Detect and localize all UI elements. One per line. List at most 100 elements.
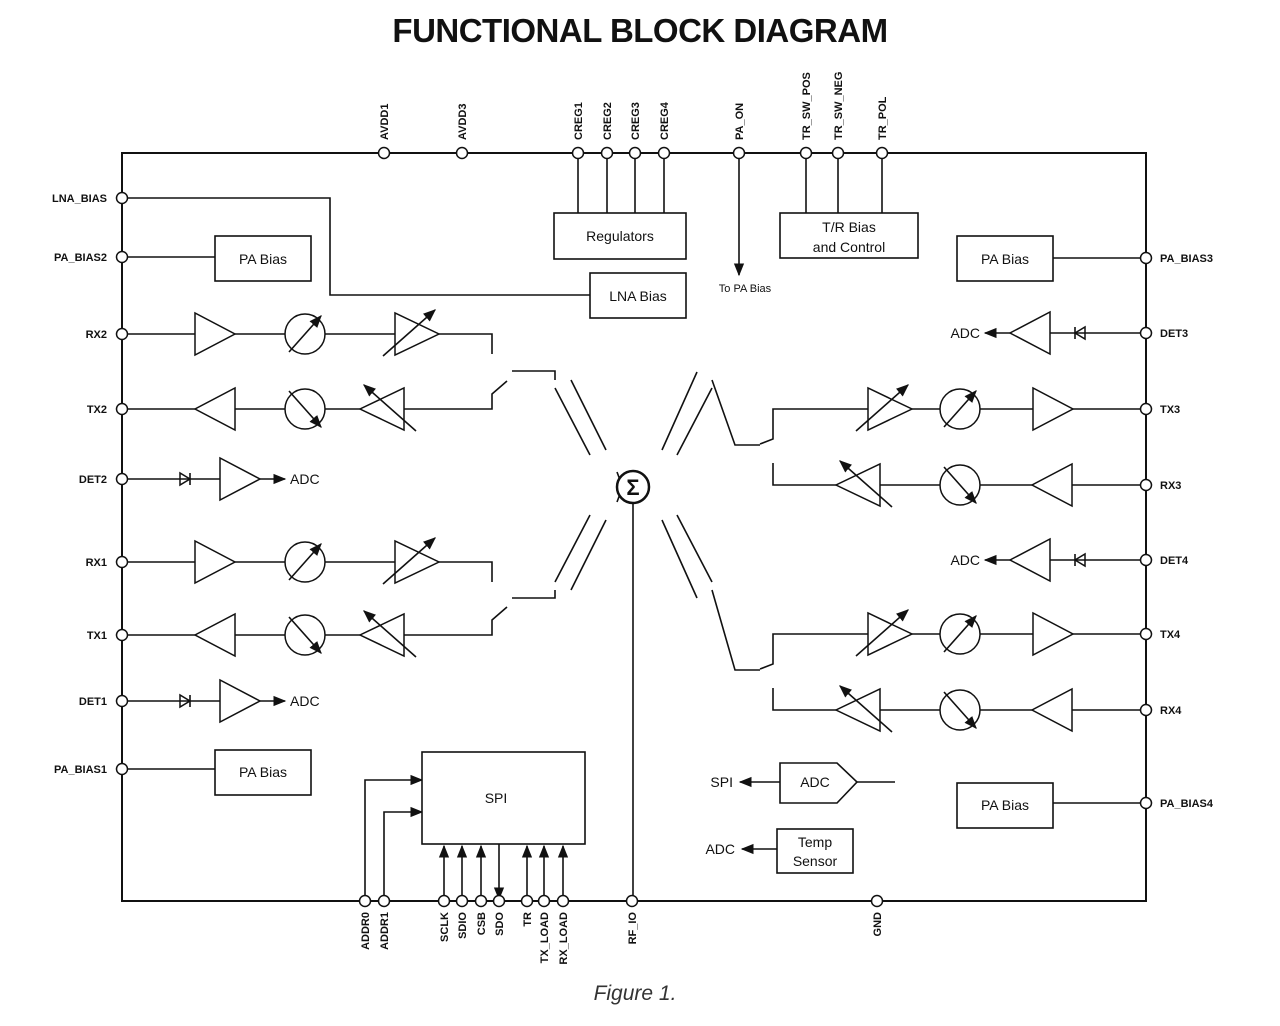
left-pin-label: PA_BIAS1 <box>54 764 107 776</box>
switch-arm <box>512 590 556 599</box>
left-pin-label: TX1 <box>87 630 107 642</box>
tr-bias-box <box>779 212 919 259</box>
pa-bias-box-1 <box>214 749 312 796</box>
bottom-pin-pad <box>377 894 391 908</box>
lna-bias-wire <box>122 197 590 296</box>
diagram-title: FUNCTIONAL BLOCK DIAGRAM <box>392 12 888 49</box>
right-pin-pad <box>1139 326 1153 340</box>
attenuator <box>394 539 441 585</box>
left-pin-pad <box>115 472 129 486</box>
tx2-path <box>404 380 508 410</box>
lna-amplifier <box>194 311 237 357</box>
right-pin-label: DET4 <box>1160 555 1189 567</box>
top-pin-pad <box>831 146 845 160</box>
phase-arrow <box>943 466 977 504</box>
bottom-pin-pad <box>358 894 372 908</box>
top-pin-label: TR_SW_POS <box>801 72 813 140</box>
phase-arrow <box>943 390 977 428</box>
bottom-pin-pad <box>437 894 451 908</box>
right-pin-label: PA_BIAS3 <box>1160 253 1213 265</box>
attenuator <box>358 612 405 658</box>
top-pin-pad <box>732 146 746 160</box>
phase-arrow <box>943 691 977 729</box>
attenuator-arrow <box>363 610 417 658</box>
bottom-pin-pad <box>625 894 639 908</box>
det-amplifier <box>219 678 262 724</box>
lna-amplifier <box>194 539 237 585</box>
phase-shifter <box>939 388 981 430</box>
bottom-pin-label: ADDR0 <box>360 912 372 950</box>
det-amplifier <box>219 456 262 502</box>
pa-bias-box-4 <box>956 782 1054 829</box>
top-pin-label: TR_POL <box>877 96 889 140</box>
switch-arm <box>711 589 760 671</box>
attenuator <box>867 611 914 657</box>
right-pin-label: RX4 <box>1160 705 1182 717</box>
rx4-path <box>772 688 836 711</box>
left-pin-pad <box>115 250 129 264</box>
left-pin-pad <box>115 628 129 642</box>
top-pin-label: CREG4 <box>659 101 671 140</box>
det-diode <box>179 693 192 709</box>
left-pin-pad <box>115 191 129 205</box>
bottom-pin-label: SDIO <box>457 912 469 939</box>
bottom-pin-label: TR <box>522 912 534 927</box>
left-pin-label: DET2 <box>79 474 107 486</box>
lna-amplifier <box>1030 687 1073 733</box>
switch-line <box>661 371 698 451</box>
attenuator-arrow <box>855 384 909 432</box>
top-pin-label: TR_SW_NEG <box>833 72 845 140</box>
switch-arm <box>711 379 760 446</box>
bottom-pin-pad <box>474 894 488 908</box>
top-pin-pad <box>377 146 391 160</box>
phase-shifter <box>939 689 981 731</box>
switch-line <box>676 514 713 583</box>
bottom-pin-pad <box>455 894 469 908</box>
switch-arm <box>512 370 556 380</box>
bottom-pin-label: SDO <box>494 912 506 936</box>
sigma-label: Σ <box>626 475 639 500</box>
lna-bias-box <box>589 272 687 319</box>
bottom-pin-label: RF_IO <box>627 912 639 945</box>
tx3-path <box>759 408 868 445</box>
adc-text: ADC <box>290 693 320 709</box>
pa-amplifier <box>193 612 236 658</box>
tx4-path <box>759 633 868 670</box>
left-pin-label: DET1 <box>79 696 107 708</box>
rx2-path <box>439 333 493 354</box>
left-pin-label: PA_BIAS2 <box>54 252 107 264</box>
bottom-pin-pad <box>537 894 551 908</box>
det-diode <box>1073 552 1086 568</box>
right-pin-pad <box>1139 251 1153 265</box>
right-pin-label: TX4 <box>1160 629 1181 641</box>
attenuator-arrow <box>839 685 893 733</box>
phase-shifter <box>284 313 326 355</box>
pa-bias-box-2 <box>214 235 312 282</box>
bottom-pin-label: GND <box>872 912 884 937</box>
addr1-wire <box>383 806 424 901</box>
pa-bias-label: PA Bias <box>981 797 1029 813</box>
phase-shifter <box>939 464 981 506</box>
phase-arrow <box>943 615 977 653</box>
rx3-path <box>772 463 836 486</box>
attenuator <box>834 462 881 508</box>
bottom-pin-label: RX_LOAD <box>558 912 570 965</box>
top-pin-pad <box>657 146 671 160</box>
top-pin-label: CREG2 <box>602 102 614 140</box>
left-pin-label: RX1 <box>86 557 107 569</box>
det-diode <box>1073 325 1086 341</box>
bottom-pin-label: ADDR1 <box>379 912 391 950</box>
left-pin-pad <box>115 694 129 708</box>
top-pin-label: AVDD3 <box>457 104 469 140</box>
left-pin-pad <box>115 402 129 416</box>
phase-shifter <box>284 614 326 656</box>
adc-text: ADC <box>950 325 980 341</box>
lna-amplifier <box>1030 462 1073 508</box>
phase-arrow <box>288 315 322 353</box>
attenuator-arrow <box>839 460 893 508</box>
attenuator-arrow <box>363 384 417 432</box>
bottom-pin-label: SCLK <box>439 912 451 942</box>
pa-bias-label: PA Bias <box>981 251 1029 267</box>
attenuator <box>358 386 405 432</box>
phase-arrow <box>288 390 322 428</box>
